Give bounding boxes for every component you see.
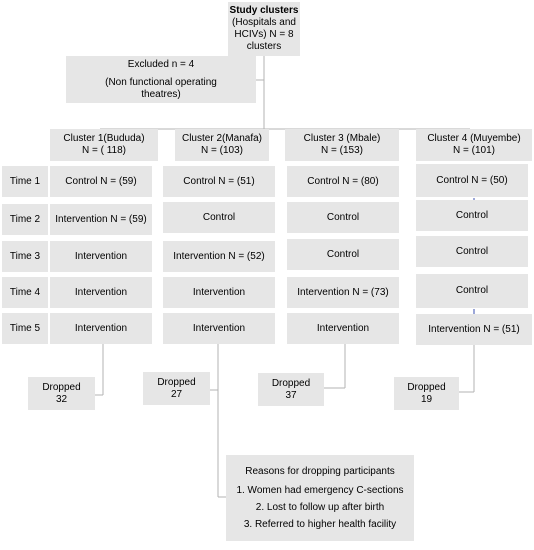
- dropped-box-2: Dropped 27: [143, 372, 210, 405]
- cell-text: Control N = (51): [183, 175, 255, 187]
- cell-c2-t2: Control: [163, 202, 275, 233]
- reasons-box: Reasons for dropping participants 1. Wom…: [226, 455, 414, 541]
- time-label-text: Time 1: [9, 175, 41, 187]
- cell-c1-t4: Intervention: [50, 277, 152, 308]
- dropped-count: 32: [55, 393, 68, 405]
- reason-item-2: 2. Lost to follow up after birth: [255, 501, 385, 513]
- cell-text: Intervention: [316, 322, 370, 334]
- cell-text: Intervention: [192, 286, 246, 298]
- reasons-title: Reasons for dropping participants: [245, 465, 395, 477]
- dropped-count: 19: [420, 393, 433, 405]
- dropped-label: Dropped: [407, 381, 446, 393]
- cell-text: Control: [326, 248, 360, 260]
- cell-c2-t3: Intervention N = (52): [163, 241, 275, 272]
- cell-c2-t5: Intervention: [163, 313, 275, 344]
- cluster-name: Cluster 4 (Muyembe): [427, 133, 521, 144]
- dropped-box-1: Dropped 32: [28, 377, 95, 410]
- cell-c2-t1: Control N = (51): [163, 166, 275, 197]
- cell-c3-t5: Intervention: [287, 313, 399, 344]
- cluster-header-4: Cluster 4 (Muyembe) N = (101): [416, 129, 532, 161]
- cluster-count: N = (153): [321, 145, 363, 156]
- cell-c1-t3: Intervention: [50, 241, 152, 272]
- reason-item-1: 1. Women had emergency C-sections: [236, 484, 404, 496]
- cell-c4-t2: Control: [416, 200, 528, 231]
- cluster-header-2: Cluster 2(Manafa) N = (103): [175, 129, 269, 161]
- time-label-text: Time 2: [9, 213, 41, 225]
- cell-text: Control N = (80): [307, 175, 379, 187]
- cluster-header-3: Cluster 3 (Mbale) N = (153): [285, 129, 399, 161]
- cluster-count: N = (101): [453, 145, 495, 156]
- excluded-reason: (Non functional operating: [105, 76, 217, 88]
- cell-text: Control: [326, 211, 360, 223]
- cell-text: Control N = (50): [436, 174, 508, 186]
- cell-text: Intervention: [74, 322, 128, 334]
- time-label-text: Time 3: [9, 250, 41, 262]
- cell-c4-t4: Control: [416, 274, 528, 308]
- time-label-4: Time 4: [2, 277, 48, 308]
- cell-text: Intervention N = (51): [428, 323, 520, 335]
- cell-c4-t3: Control: [416, 236, 528, 267]
- dropped-label: Dropped: [271, 377, 311, 389]
- cluster-name: Cluster 3 (Mbale): [303, 133, 381, 144]
- cell-text: Control: [455, 245, 489, 257]
- study-clusters-line-2: HCIVs) N = 8: [234, 29, 294, 40]
- cell-c3-t1: Control N = (80): [287, 166, 399, 197]
- time-label-text: Time 4: [9, 286, 41, 298]
- time-label-2: Time 2: [2, 204, 48, 235]
- study-clusters-line-3: clusters: [246, 41, 282, 52]
- cell-c3-t2: Control: [287, 202, 399, 233]
- dropped-label: Dropped: [157, 376, 196, 388]
- cell-text: Control: [202, 211, 236, 223]
- cell-text: Intervention: [74, 286, 128, 298]
- cell-c4-t1: Control N = (50): [416, 164, 528, 197]
- reason-item-3: 3. Referred to higher health facility: [243, 518, 397, 530]
- cluster-count: N = (103): [201, 145, 243, 156]
- cell-text: Control: [455, 285, 489, 296]
- dropped-label: Dropped: [42, 381, 81, 393]
- dropped-box-4: Dropped 19: [394, 377, 459, 410]
- cell-text: Intervention N = (52): [173, 250, 265, 262]
- study-clusters-title: Study clusters: [229, 5, 299, 16]
- excluded-reason-2: theatres): [141, 88, 181, 100]
- dropped-box-3: Dropped 37: [258, 373, 324, 406]
- cell-c2-t4: Intervention: [163, 277, 275, 308]
- cluster-count: N = ( 118): [82, 145, 126, 156]
- cell-text: Control: [455, 209, 489, 221]
- study-clusters-box: Study clusters (Hospitals and HCIVs) N =…: [228, 2, 300, 56]
- cell-c1-t1: Control N = (59): [50, 166, 152, 197]
- time-label-1: Time 1: [2, 166, 48, 197]
- cell-c4-t5: Intervention N = (51): [416, 314, 532, 345]
- time-label-5: Time 5: [2, 313, 48, 344]
- cell-c3-t3: Control: [287, 239, 399, 270]
- cell-text: Intervention N = (73): [297, 286, 389, 298]
- cell-c3-t4: Intervention N = (73): [287, 277, 399, 308]
- excluded-count: Excluded n = 4: [127, 58, 195, 70]
- dropped-count: 37: [285, 389, 297, 401]
- dropped-count: 27: [170, 388, 183, 400]
- cell-text: Intervention: [192, 322, 246, 334]
- cell-text: Intervention N = (59): [55, 213, 147, 225]
- time-label-3: Time 3: [2, 241, 48, 272]
- cluster-name: Cluster 2(Manafa): [181, 133, 263, 144]
- cell-c1-t2: Intervention N = (59): [50, 204, 152, 235]
- cell-text: Control N = (59): [65, 175, 137, 187]
- cell-c1-t5: Intervention: [50, 313, 152, 344]
- time-label-text: Time 5: [9, 322, 41, 334]
- cluster-header-1: Cluster 1(Bududa) N = ( 118): [50, 129, 158, 161]
- cluster-name: Cluster 1(Bududa): [63, 133, 145, 144]
- study-clusters-line-1: (Hospitals and: [232, 17, 296, 28]
- excluded-box: Excluded n = 4 (Non functional operating…: [66, 56, 256, 103]
- cell-text: Intervention: [74, 250, 128, 262]
